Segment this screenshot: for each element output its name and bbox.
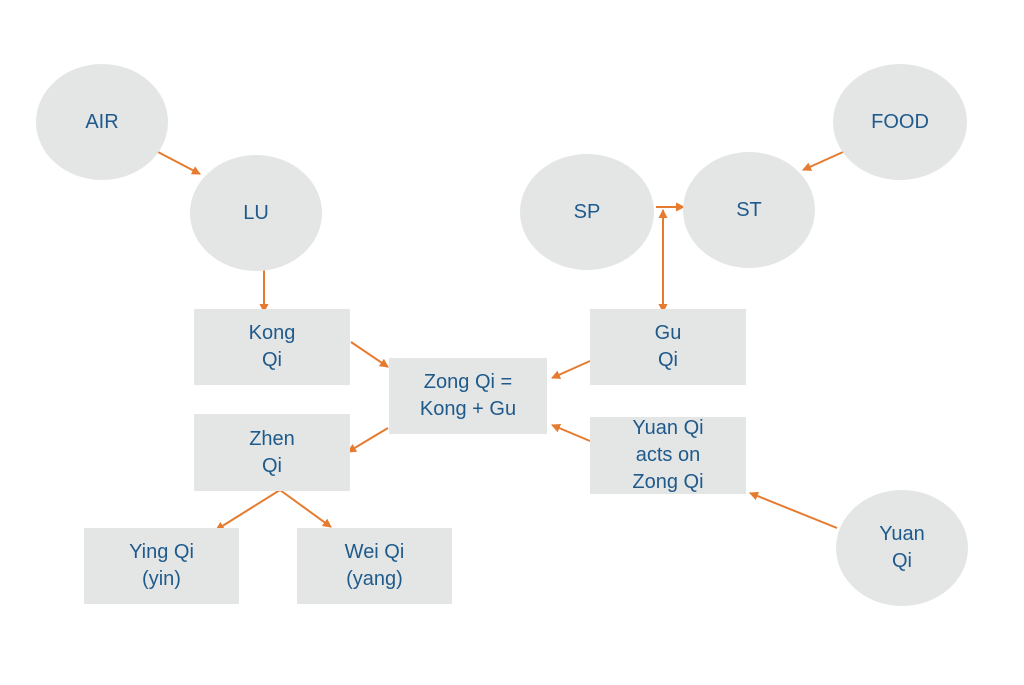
node-air: AIR xyxy=(36,64,168,180)
arrow-food-to-st xyxy=(802,151,844,171)
node-kong-qi: Kong Qi xyxy=(194,309,350,385)
node-yuan-qi: Yuan Qi xyxy=(836,490,968,606)
arrow-yuan-qi-to-yuan-acts xyxy=(749,491,838,529)
arrow-zhen-qi-to-ying-qi xyxy=(215,489,281,531)
arrow-yuan-acts-to-zong-qi xyxy=(551,423,591,442)
node-yuan-acts-on-zong-qi: Yuan Qi acts on Zong Qi xyxy=(590,417,746,494)
arrow-zong-qi-to-zhen-qi xyxy=(347,427,389,453)
node-lu: LU xyxy=(190,155,322,271)
node-gu-qi: Gu Qi xyxy=(590,309,746,385)
node-wei-qi: Wei Qi (yang) xyxy=(297,528,452,604)
node-zhen-qi: Zhen Qi xyxy=(194,414,350,491)
node-zong-qi: Zong Qi = Kong + Gu xyxy=(389,358,547,434)
node-food: FOOD xyxy=(833,64,967,180)
arrow-zhen-qi-to-wei-qi xyxy=(279,489,332,528)
node-ying-qi: Ying Qi (yin) xyxy=(84,528,239,604)
arrow-air-to-lu xyxy=(157,151,201,175)
arrow-kong-qi-to-zong-qi xyxy=(350,341,389,368)
arrow-gu-qi-to-zong-qi xyxy=(551,360,591,379)
node-sp: SP xyxy=(520,154,654,270)
node-st: ST xyxy=(683,152,815,268)
